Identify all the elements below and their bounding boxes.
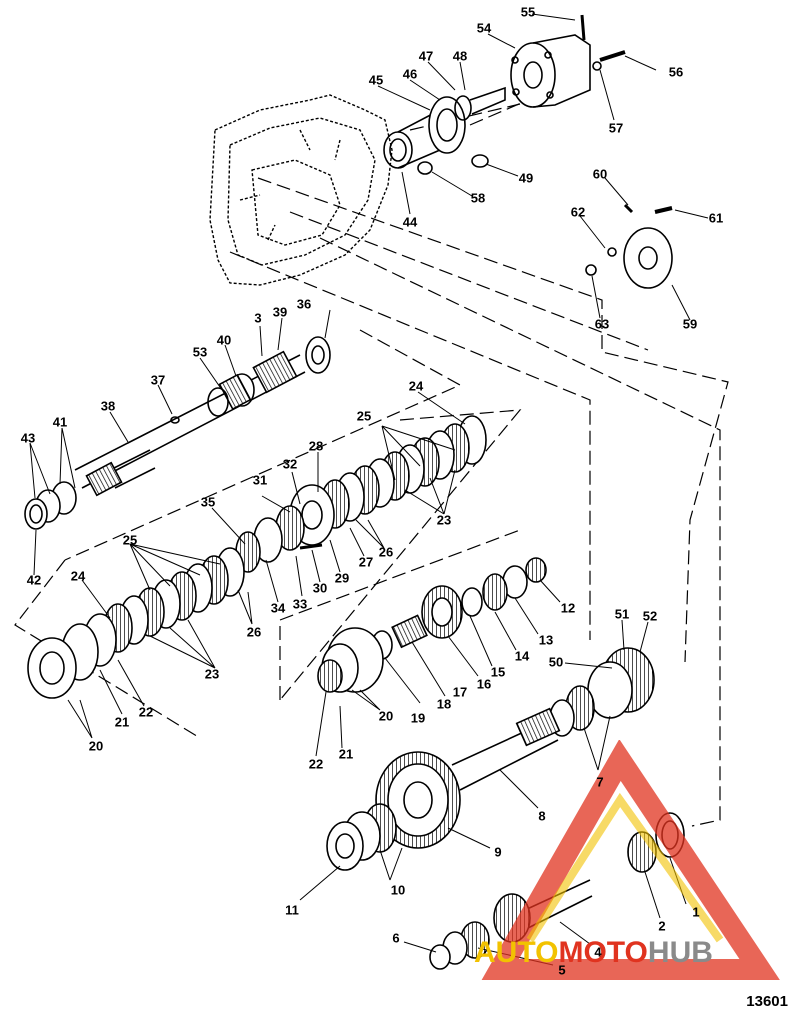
callout-25: 25 — [122, 532, 138, 548]
callout-23: 23 — [204, 666, 220, 682]
upper-clutch-pack — [235, 415, 487, 573]
callout-24b: 24 — [408, 378, 424, 394]
callout-13: 13 — [538, 632, 554, 648]
callout-20: 20 — [88, 738, 104, 754]
callout-26: 26 — [246, 624, 262, 640]
callout-18: 18 — [436, 696, 452, 712]
callout-56: 56 — [668, 64, 684, 80]
watermark-part2: MOTO — [558, 936, 648, 969]
callout-59: 59 — [682, 316, 698, 332]
callout-26b: 26 — [378, 544, 394, 560]
reverse-gear-assembly — [317, 557, 547, 693]
callout-42: 42 — [26, 572, 42, 588]
callout-29: 29 — [334, 570, 350, 586]
callout-19: 19 — [410, 710, 426, 726]
callout-31: 31 — [252, 472, 268, 488]
callout-27: 27 — [358, 554, 374, 570]
callout-62: 62 — [570, 204, 586, 220]
callout-44: 44 — [402, 214, 418, 230]
callout-63: 63 — [594, 316, 610, 332]
callout-8: 8 — [538, 808, 546, 824]
callout-46: 46 — [402, 66, 418, 82]
callout-49: 49 — [518, 170, 534, 186]
leader-lines — [29, 13, 709, 966]
callout-36: 36 — [296, 296, 312, 312]
watermark-part1: AUTO — [474, 936, 559, 969]
callout-47: 47 — [418, 48, 434, 64]
callout-30: 30 — [312, 580, 328, 596]
alignment-lines — [14, 94, 729, 827]
callout-11: 11 — [285, 902, 299, 918]
callout-33: 33 — [292, 596, 308, 612]
callout-32: 32 — [282, 456, 298, 472]
callout-45: 45 — [368, 72, 384, 88]
callout-57: 57 — [608, 120, 624, 136]
callout-1: 1 — [692, 904, 700, 920]
callout-39: 39 — [272, 304, 288, 320]
callout-51: 51 — [614, 606, 630, 622]
callout-43: 43 — [20, 430, 36, 446]
callout-22b: 22 — [308, 756, 324, 772]
callout-40: 40 — [216, 332, 232, 348]
callout-38: 38 — [100, 398, 116, 414]
callout-34: 34 — [270, 600, 286, 616]
callout-10: 10 — [390, 882, 406, 898]
callout-7: 7 — [596, 774, 604, 790]
callout-24: 24 — [70, 568, 86, 584]
callout-12: 12 — [560, 600, 576, 616]
callout-54: 54 — [476, 20, 492, 36]
callout-35: 35 — [200, 494, 216, 510]
watermark-text: AUTOMOTOHUB — [474, 936, 713, 970]
callout-60: 60 — [592, 166, 608, 182]
callout-14: 14 — [514, 648, 530, 664]
watermark-part3: HUB — [647, 936, 713, 969]
callout-61: 61 — [708, 210, 724, 226]
callout-2: 2 — [658, 918, 666, 934]
callout-37: 37 — [150, 372, 166, 388]
callout-41: 41 — [52, 414, 68, 430]
callout-52: 52 — [642, 608, 658, 624]
transmission-housing — [209, 94, 393, 286]
callout-48: 48 — [452, 48, 468, 64]
callout-28: 28 — [308, 438, 324, 454]
callout-9: 9 — [494, 844, 502, 860]
lower-clutch-pack — [27, 547, 245, 699]
callout-17: 17 — [452, 684, 468, 700]
callout-21b: 21 — [338, 746, 354, 762]
callout-15: 15 — [490, 664, 506, 680]
input-shaft-assembly — [24, 336, 331, 530]
callout-55: 55 — [520, 4, 536, 20]
callout-6: 6 — [392, 930, 400, 946]
callout-53: 53 — [192, 344, 208, 360]
callout-5: 5 — [558, 962, 566, 978]
callout-20b: 20 — [378, 708, 394, 724]
callout-4: 4 — [594, 944, 602, 960]
callout-23b: 23 — [436, 512, 452, 528]
callout-25b: 25 — [356, 408, 372, 424]
callout-21: 21 — [114, 714, 130, 730]
front-bearing-retainer — [383, 86, 506, 175]
callout-3: 3 — [254, 310, 262, 326]
callout-58: 58 — [470, 190, 486, 206]
callout-16: 16 — [476, 676, 492, 692]
rear-extension-flange — [510, 14, 626, 108]
callout-50: 50 — [548, 654, 564, 670]
callout-22: 22 — [138, 704, 154, 720]
cover-plate — [585, 203, 673, 289]
main-shaft-assembly — [326, 647, 655, 871]
automotohub-logo — [481, 740, 780, 980]
figure-number: 13601 — [746, 993, 788, 1010]
